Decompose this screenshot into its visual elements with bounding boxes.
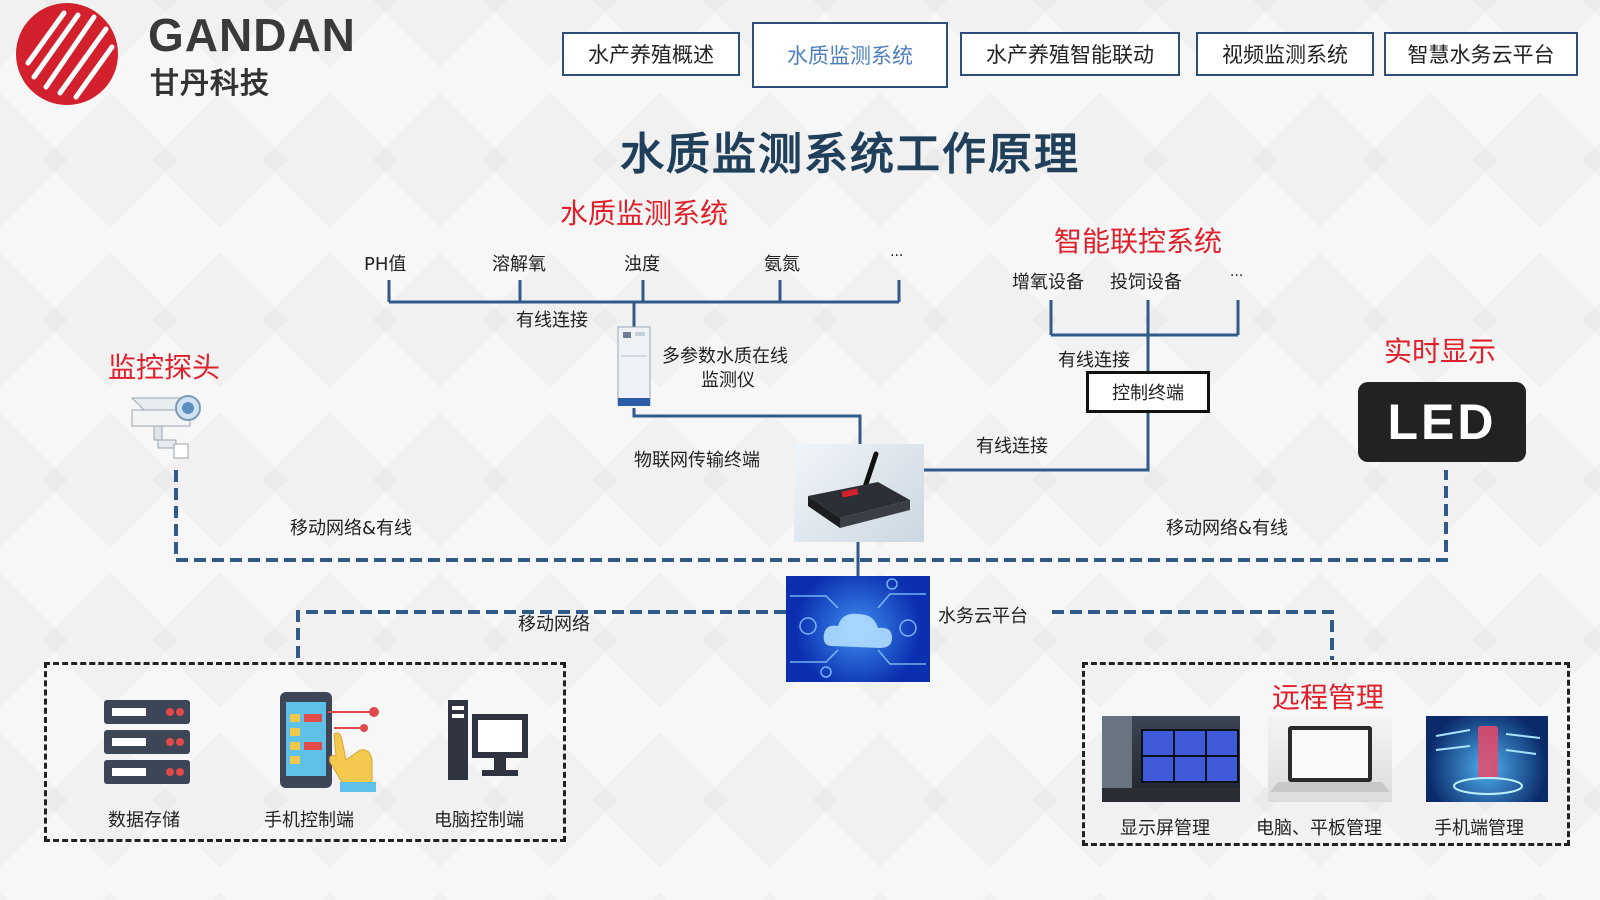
network-mobile-label: 移动网络 xyxy=(518,614,590,635)
smart-system-heading: 智能联控系统 xyxy=(1054,225,1223,258)
camera-icon xyxy=(128,392,208,464)
cloud-platform-label: 水务云平台 xyxy=(938,606,1028,627)
client-data-storage-label: 数据存储 xyxy=(108,810,180,831)
iot-terminal-label: 物联网传输终端 xyxy=(634,450,760,471)
water-system-heading: 水质监测系统 xyxy=(560,197,729,230)
brand-logo-icon xyxy=(16,3,118,105)
camera-heading: 监控探头 xyxy=(108,351,221,384)
device-aerator: 增氧设备 xyxy=(1012,272,1084,293)
page-title: 水质监测系统工作原理 xyxy=(620,129,1080,180)
client-phone-control-label: 手机控制端 xyxy=(264,810,354,831)
computer-icon xyxy=(446,698,530,782)
iot-link-label: 有线连接 xyxy=(976,436,1048,457)
param-ph: PH值 xyxy=(364,254,407,275)
remote-pc-tablet-label: 电脑、平板管理 xyxy=(1256,818,1382,839)
param-turbidity: 浊度 xyxy=(624,254,660,275)
network-left-label: 移动网络&有线 xyxy=(290,518,413,539)
device-feeder: 投饲设备 xyxy=(1110,272,1182,293)
iot-terminal-icon xyxy=(794,444,924,542)
param-dissolved-oxygen: 溶解氧 xyxy=(492,254,546,275)
tab-aquaculture-overview[interactable]: 水产养殖概述 xyxy=(562,32,740,76)
led-display-icon: LED xyxy=(1358,382,1526,462)
smart-link-label: 有线连接 xyxy=(1058,350,1130,371)
laptop-photo-icon xyxy=(1268,716,1392,802)
tab-water-cloud-platform[interactable]: 智慧水务云平台 xyxy=(1384,32,1578,76)
device-more: ... xyxy=(1230,264,1244,280)
video-wall-photo-icon xyxy=(1102,716,1240,802)
water-monitor-label-line1: 多参数水质在线 xyxy=(662,346,788,367)
remote-heading: 远程管理 xyxy=(1272,681,1385,714)
param-ammonia: 氨氮 xyxy=(764,254,800,275)
network-right-label: 移动网络&有线 xyxy=(1166,518,1289,539)
tab-video-monitoring[interactable]: 视频监测系统 xyxy=(1196,32,1374,76)
mobile-data-photo-icon xyxy=(1426,716,1548,802)
display-heading: 实时显示 xyxy=(1384,335,1497,368)
brand-wordmark: GANDAN xyxy=(148,9,356,61)
phone-touch-icon xyxy=(278,690,388,794)
water-monitor-device-icon xyxy=(617,326,651,408)
water-monitor-label-line2: 监测仪 xyxy=(701,370,755,391)
local-clients-panel xyxy=(44,662,566,842)
remote-mobile-label: 手机端管理 xyxy=(1434,818,1524,839)
cloud-platform-icon xyxy=(786,576,930,682)
water-link-label: 有线连接 xyxy=(516,310,588,331)
param-more: ... xyxy=(890,244,904,260)
remote-display-label: 显示屏管理 xyxy=(1120,818,1210,839)
client-computer-control-label: 电脑控制端 xyxy=(434,810,524,831)
tab-water-quality-monitoring[interactable]: 水质监测系统 xyxy=(752,22,948,88)
control-terminal-box: 控制终端 xyxy=(1086,371,1210,413)
tab-smart-linkage[interactable]: 水产养殖智能联动 xyxy=(960,32,1180,76)
server-icon xyxy=(102,698,192,788)
brand-name-cn: 甘丹科技 xyxy=(150,66,271,100)
remote-management-panel xyxy=(1082,662,1570,846)
